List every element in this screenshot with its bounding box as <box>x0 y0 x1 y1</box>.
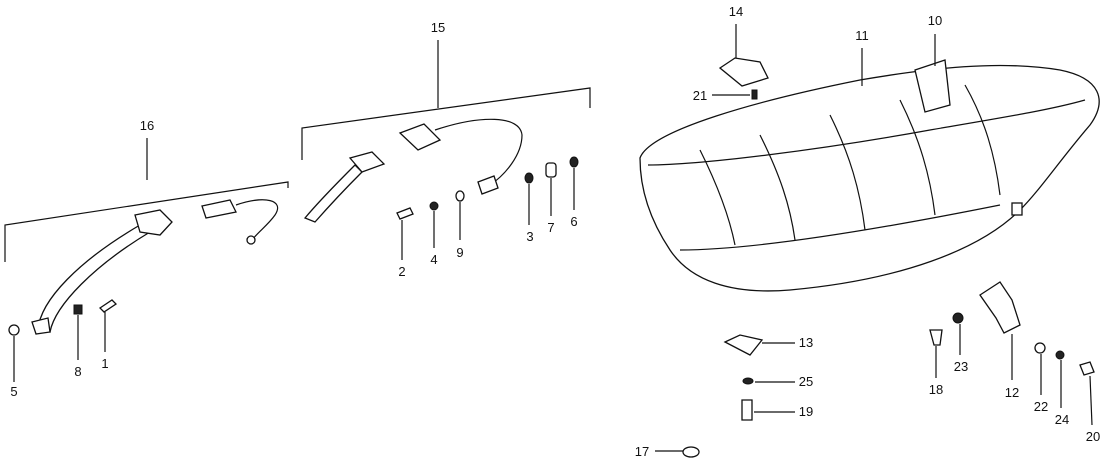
callout-2: 2 <box>398 264 405 279</box>
rear-seat-cushion <box>639 59 1100 292</box>
bracket-15 <box>301 40 591 160</box>
callout-7: 7 <box>547 220 554 235</box>
callout-22: 22 <box>1034 399 1048 414</box>
part-5 <box>8 324 20 336</box>
part-2 <box>396 207 414 220</box>
callout-12: 12 <box>1005 385 1019 400</box>
callout-20: 20 <box>1086 429 1100 444</box>
callouts: 5 8 1 16 15 2 4 9 3 7 6 14 11 10 21 13 2… <box>10 4 1100 459</box>
part-21 <box>751 89 758 100</box>
callout-13: 13 <box>799 335 813 350</box>
part-22 <box>1034 342 1046 354</box>
part-14 <box>718 57 769 87</box>
part-24 <box>1055 350 1065 360</box>
callout-5: 5 <box>10 384 17 399</box>
callout-1: 1 <box>101 356 108 371</box>
callout-3: 3 <box>526 229 533 244</box>
callout-16: 16 <box>140 118 154 133</box>
callout-24: 24 <box>1055 412 1069 427</box>
seat-belt-16 <box>31 199 279 335</box>
part-19 <box>741 399 753 421</box>
callout-8: 8 <box>74 364 81 379</box>
part-18 <box>929 329 943 346</box>
callout-9: 9 <box>456 245 463 260</box>
callout-15: 15 <box>431 20 445 35</box>
callout-19: 19 <box>799 404 813 419</box>
part-23 <box>952 312 964 324</box>
part-13 <box>723 334 764 356</box>
leader-lines <box>13 24 1093 452</box>
part-20 <box>1079 361 1095 376</box>
callout-25: 25 <box>799 374 813 389</box>
part-8 <box>73 304 83 315</box>
callout-21: 21 <box>693 88 707 103</box>
callout-23: 23 <box>954 359 968 374</box>
seat-belt-15 <box>303 118 523 223</box>
part-9 <box>455 190 465 202</box>
part-17 <box>682 446 700 458</box>
part-3 <box>524 172 534 184</box>
part-1 <box>98 299 118 313</box>
callout-17: 17 <box>635 444 649 459</box>
bracket-16 <box>4 138 289 262</box>
part-4 <box>429 201 439 211</box>
callout-6: 6 <box>570 214 577 229</box>
callout-18: 18 <box>929 382 943 397</box>
callout-11: 11 <box>855 28 869 43</box>
hardware <box>8 57 1095 458</box>
part-7 <box>545 162 557 178</box>
part-6 <box>569 156 579 168</box>
part-25 <box>742 377 754 385</box>
part-12 <box>979 281 1021 334</box>
callout-10: 10 <box>928 13 942 28</box>
callout-4: 4 <box>430 252 437 267</box>
callout-14: 14 <box>729 4 743 19</box>
